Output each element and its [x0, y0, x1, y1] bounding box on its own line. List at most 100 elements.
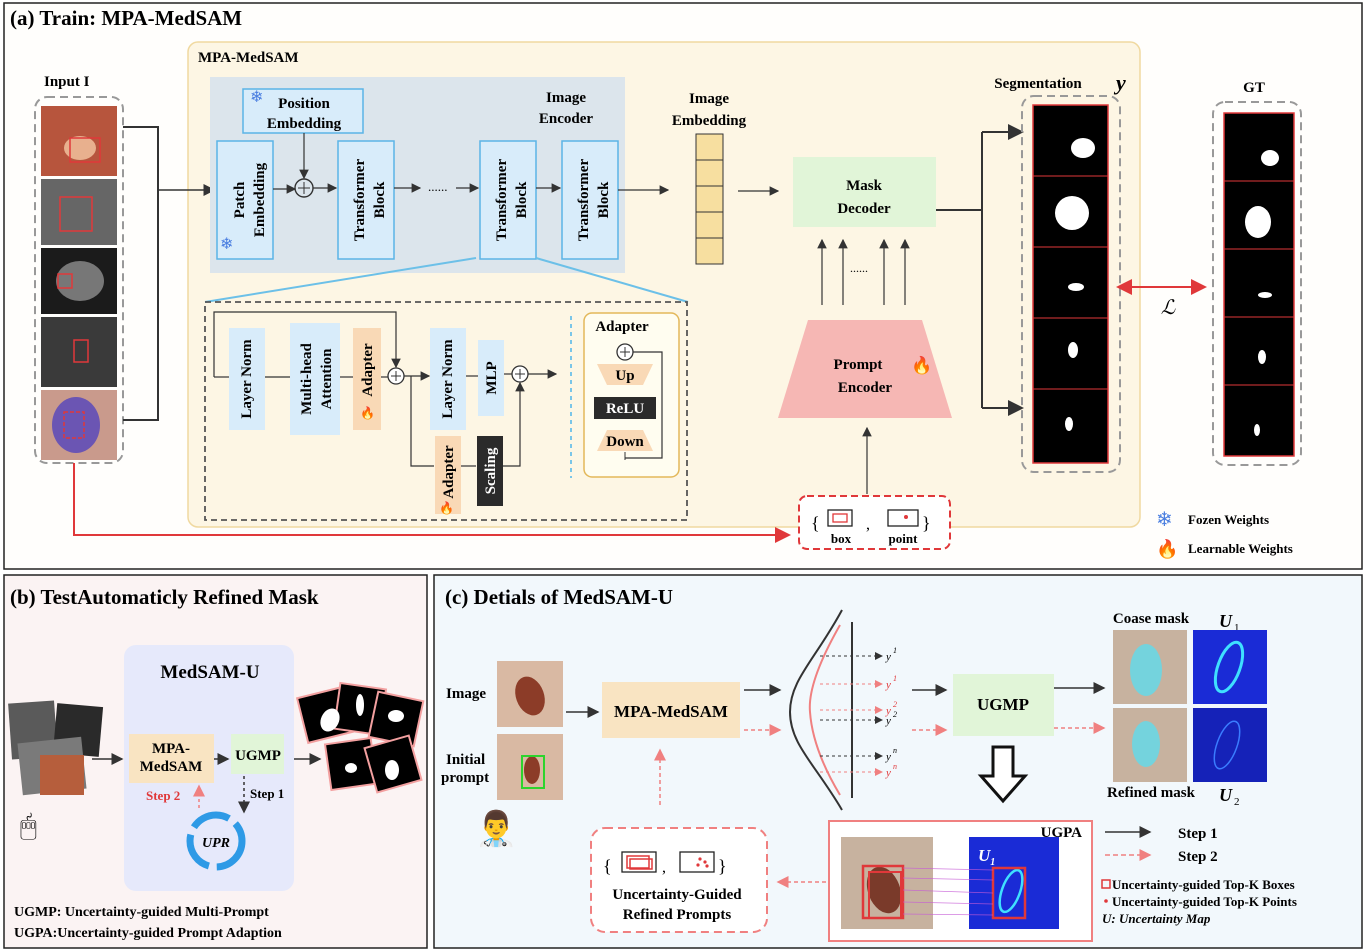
u1-sub: 1: [1234, 622, 1240, 634]
initial-prompt-label-1: Initial: [446, 752, 485, 768]
image-embedding-stack: [695, 133, 724, 265]
y-sup: 2: [893, 710, 897, 719]
image-label-c: Image: [446, 686, 486, 702]
gt-frame: [1212, 101, 1302, 466]
segmentation-label: Segmentation: [994, 76, 1082, 92]
up-label: Up: [615, 368, 634, 384]
refined-points-icon: [679, 851, 715, 873]
mask-decoder-label-2: Decoder: [837, 201, 891, 217]
legend-frozen: Fozen Weights: [1188, 512, 1269, 527]
upr-label: UPR: [202, 836, 230, 851]
mpa-medsam-label-1: MPA-: [152, 741, 190, 757]
legend-uncertainty-map: U: Uncertainty Map: [1102, 911, 1211, 926]
up-block: [597, 364, 653, 385]
y-sup: n: [893, 746, 897, 755]
layer-norm-2: [430, 328, 466, 430]
patch-embedding-label-2: Embedding: [252, 162, 268, 237]
legend-top-k-points: Uncertainty-guided Top-K Points: [1112, 894, 1297, 909]
distribution-curve-black: [788, 609, 843, 811]
relu-block: [594, 397, 656, 419]
input-label: Input I: [44, 74, 90, 90]
multihead-label-1: Multi-head: [299, 343, 315, 415]
point-label: point: [889, 531, 919, 546]
adapter-detail-title: Adapter: [595, 319, 649, 335]
adapter-detail-box: [583, 312, 680, 478]
mlp-label: MLP: [484, 361, 500, 394]
panel-c: (c) Detials of MedSAM-U Image Initial pr…: [433, 574, 1363, 949]
y-label: y: [885, 679, 891, 691]
refined-prompts-box: [590, 827, 768, 933]
prompt-encoder-label-2: Encoder: [838, 380, 893, 396]
prompt-encoder-block: [778, 320, 952, 418]
u1-label: U: [1219, 611, 1233, 631]
refined-prompts-label-2: Refined Prompts: [623, 907, 732, 923]
input-frame: [34, 96, 124, 464]
y-label: y: [885, 651, 891, 663]
transformer-block-3: [561, 140, 619, 260]
brace-close: }: [922, 513, 931, 533]
flame-icon: 🔥: [439, 501, 454, 515]
adapter-1: [353, 328, 381, 430]
transformer-block-2-label-2: Block: [514, 181, 530, 218]
prompt-encoder-label-1: Prompt: [834, 357, 883, 373]
position-embedding-label-2: Embedding: [267, 116, 342, 132]
mask-decoder-label-1: Mask: [846, 178, 882, 194]
scaling-label: Scaling: [483, 447, 499, 494]
mpa-medsam-block-b: [129, 734, 214, 783]
transformer-block-1-label-1: Transformer: [352, 159, 368, 242]
point-prompt-icon: [887, 509, 919, 527]
mask-decoder-block: [793, 157, 936, 227]
gt-label: GT: [1243, 80, 1265, 96]
ugmp-block-c: [953, 674, 1054, 736]
panel-b-title: (b) TestAutomaticly Refined Mask: [10, 585, 319, 609]
ellipsis: ......: [428, 179, 448, 194]
mouse-icon: 🖱: [20, 811, 37, 842]
flame-icon: 🔥: [911, 355, 932, 375]
ugmp-block-b: [231, 734, 284, 774]
doctor-icon: 👨‍⚕️: [475, 809, 517, 848]
panel-a-title: (a) Train: MPA-MedSAM: [10, 6, 242, 30]
image-embedding-title-2: Embedding: [672, 113, 747, 129]
y-label: y: [885, 751, 891, 763]
transformer-block-1-label-2: Block: [372, 181, 388, 218]
u2-label: U: [1219, 785, 1233, 805]
y-sup: 2: [893, 700, 897, 709]
image-encoder-title-1: Image: [546, 90, 586, 106]
step2-legend: Step 2: [1178, 849, 1218, 865]
y-sup: 1: [893, 646, 897, 655]
loss-symbol: ℒ: [1161, 297, 1176, 319]
y-label: y: [885, 715, 891, 727]
adapter-2-label: Adapter: [441, 445, 457, 499]
segmentation-symbol: y: [1113, 70, 1126, 95]
transformer-block-3-label-2: Block: [596, 181, 612, 218]
layer-norm-2-label: Layer Norm: [440, 339, 456, 419]
gt-masks: [1223, 112, 1295, 457]
mpa-medsam-block-c: [602, 682, 740, 738]
correspondence-lines: [902, 867, 994, 916]
multihead-attention: [290, 323, 340, 435]
ugmp-label-b: UGMP: [235, 748, 281, 764]
transformer-block-2-label-1: Transformer: [494, 159, 510, 242]
distribution-curve-pink: [808, 624, 841, 796]
point-legend-icon: [1104, 899, 1108, 903]
y-label: y: [885, 705, 891, 717]
comma: ,: [662, 859, 666, 876]
step2-label-b: Step 2: [146, 788, 180, 803]
adapter-2: [435, 436, 461, 514]
box-prompt-icon: [827, 509, 853, 527]
legend-learnable: Learnable Weights: [1188, 541, 1293, 556]
down-block: [597, 430, 653, 451]
ugpa-definition: UGPA:Uncertainty-guided Prompt Adaption: [14, 926, 282, 941]
ugmp-definition: UGMP: Uncertainty-guided Multi-Prompt: [14, 905, 269, 920]
flame-icon: 🔥: [1156, 538, 1178, 559]
segmentation-masks: [1032, 104, 1109, 464]
y-sup: n: [893, 762, 897, 771]
refined-prompts-label-1: Uncertainty-Guided: [612, 887, 742, 903]
prompt-input-box: [798, 495, 951, 550]
patch-embedding-block: [216, 140, 274, 260]
layer-norm-1: [229, 328, 265, 430]
patch-embedding-label-1: Patch: [232, 181, 248, 218]
mpa-medsam-label-c: MPA-MedSAM: [614, 702, 728, 721]
step1-legend: Step 1: [1178, 826, 1218, 842]
snowflake-icon: ❄: [1156, 509, 1173, 531]
